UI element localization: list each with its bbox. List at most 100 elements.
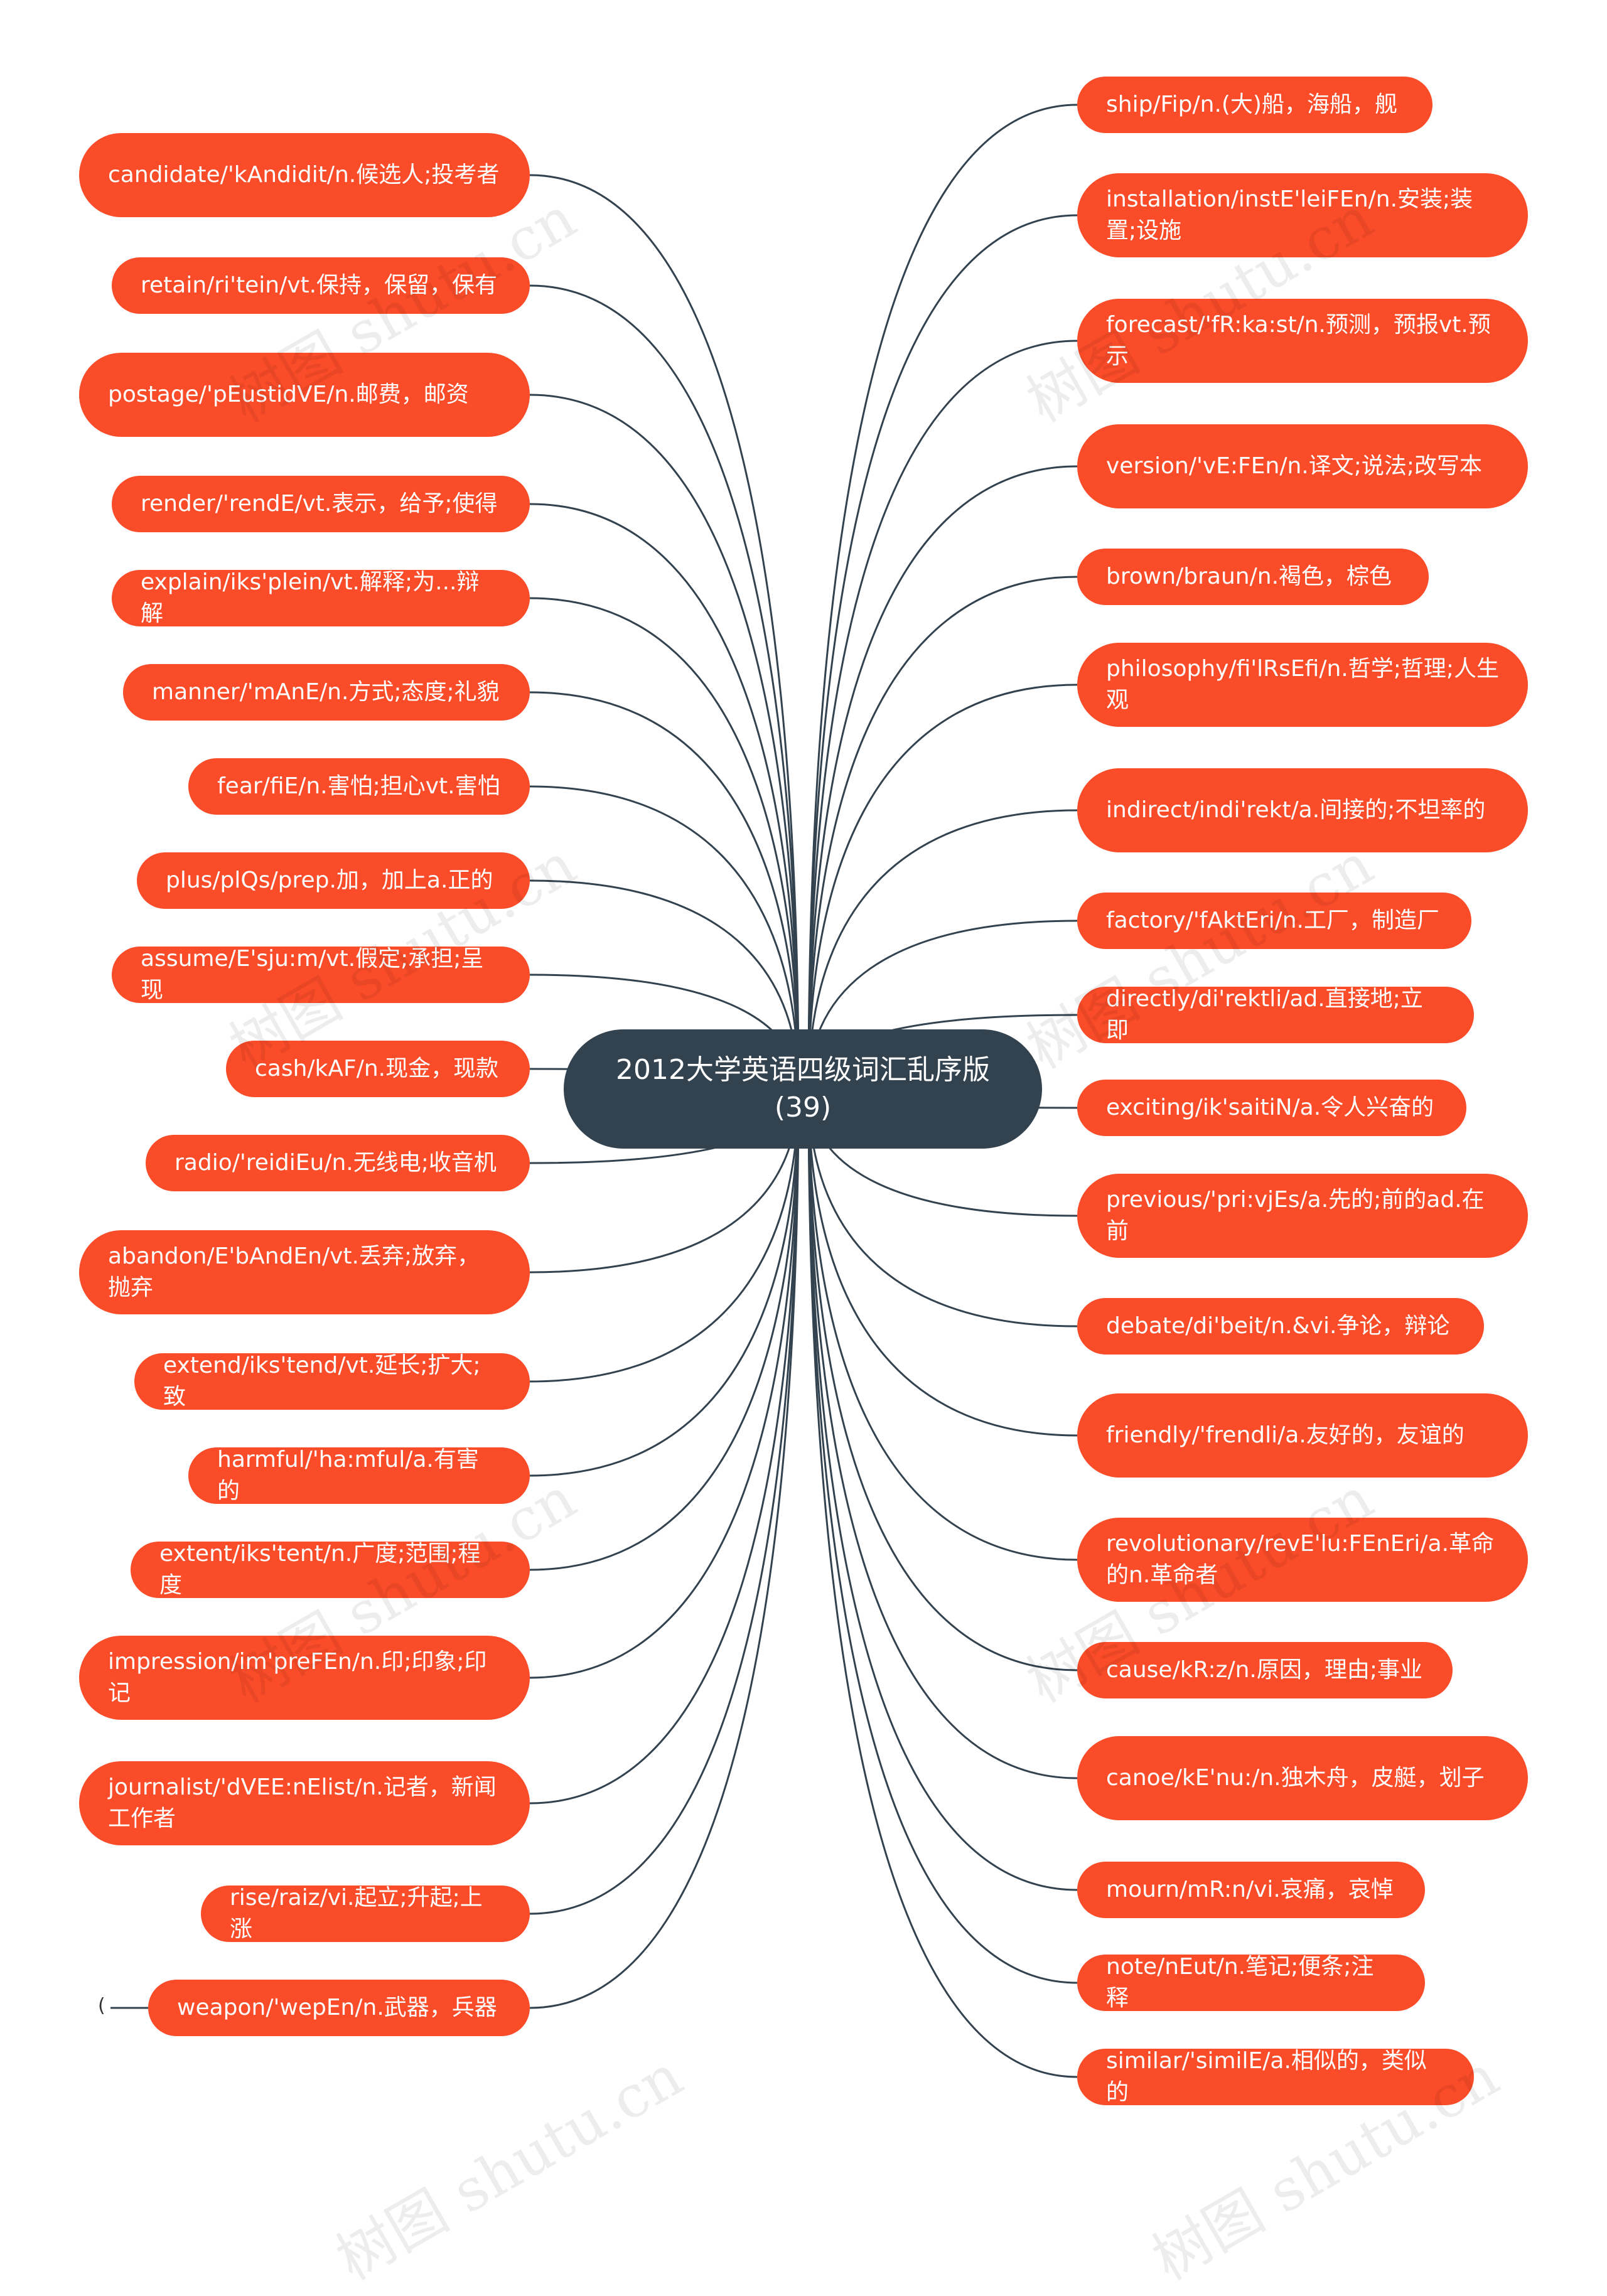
right-connector-12: [807, 1088, 1078, 1437]
right-branch-node[interactable]: revolutionary/revE'lu:FEnEri/a.革命的n.革命者: [1077, 1518, 1528, 1602]
left-connector-0: [529, 174, 800, 1090]
left-connector-6: [529, 785, 800, 1090]
branch-node-label: manner/'mAnE/n.方式;态度;礼貌: [152, 679, 500, 705]
right-connector-13: [807, 1088, 1078, 1561]
branch-node-label: note/nEut/n.笔记;便条;注释: [1106, 1955, 1374, 2011]
right-branch-node[interactable]: similar/'similE/a.相似的，类似的: [1077, 2049, 1474, 2105]
branch-node-label: previous/'pri:vjEs/a.先的;前的ad.在前: [1106, 1187, 1485, 1244]
right-connector-16: [807, 1088, 1078, 1891]
left-branch-node[interactable]: cash/kAF/n.现金，现款: [226, 1041, 530, 1097]
right-connector-1: [807, 214, 1078, 1090]
branch-node-label: render/'rendE/vt.表示，给予;使得: [141, 491, 498, 517]
left-branch-node[interactable]: abandon/E'bAndEn/vt.丢弃;放弃，抛弃: [79, 1230, 530, 1314]
left-branch-node[interactable]: manner/'mAnE/n.方式;态度;礼貌: [123, 664, 530, 721]
branch-node-label: cause/kR:z/n.原因，理由;事业: [1106, 1657, 1423, 1683]
branch-node-label: cash/kAF/n.现金，现款: [255, 1056, 499, 1081]
right-branch-node[interactable]: debate/di'beit/n.&vi.争论，辩论: [1077, 1298, 1484, 1355]
branch-node-label: brown/braun/n.褐色，棕色: [1106, 564, 1392, 589]
right-branch-node[interactable]: canoe/kE'nu:/n.独木舟，皮艇，划子: [1077, 1736, 1528, 1820]
left-connector-4: [529, 597, 800, 1090]
branch-node-label: candidate/'kAndidit/n.候选人;投考者: [108, 162, 500, 188]
branch-node-label: extent/iks'tent/n.广度;范围;程度: [159, 1542, 481, 1598]
branch-node-label: friendly/'frendli/a.友好的，友谊的: [1106, 1422, 1465, 1448]
right-branch-node[interactable]: forecast/'fR:ka:st/n.预测，预报vt.预示: [1077, 299, 1528, 383]
left-branch-node[interactable]: rise/raiz/vi.起立;升起;上涨: [201, 1886, 530, 1942]
right-branch-node[interactable]: factory/'fAktEri/n.工厂，制造厂: [1077, 893, 1471, 949]
branch-node-label: explain/iks'plein/vt.解释;为...辩解: [141, 570, 480, 626]
left-connector-14: [529, 1088, 800, 1571]
left-branch-node[interactable]: render/'rendE/vt.表示，给予;使得: [112, 476, 530, 532]
right-branch-node[interactable]: philosophy/fi'lRsEfi/n.哲学;哲理;人生观: [1077, 643, 1528, 727]
left-branch-node[interactable]: harmful/'ha:mful/a.有害的: [188, 1447, 530, 1504]
right-branch-node[interactable]: installation/instE'leiFEn/n.安装;装置;设施: [1077, 173, 1528, 257]
right-branch-node[interactable]: mourn/mR:n/vi.哀痛，哀悼: [1077, 1862, 1425, 1918]
left-connector-13: [529, 1088, 800, 1477]
right-branch-node[interactable]: indirect/indi'rekt/a.间接的;不坦率的: [1077, 768, 1528, 852]
mind-map-canvas: 2012大学英语四级词汇乱序版(39) candidate/'kAndidit/…: [79, 77, 1528, 2293]
branch-node-label: rise/raiz/vi.起立;升起;上涨: [230, 1886, 483, 1942]
left-branch-node[interactable]: weapon/'wepEn/n.武器，兵器: [148, 1980, 530, 2036]
branch-node-label: debate/di'beit/n.&vi.争论，辩论: [1106, 1313, 1450, 1339]
root-topic[interactable]: 2012大学英语四级词汇乱序版(39): [564, 1029, 1042, 1149]
left-branch-node[interactable]: radio/'reidiEu/n.无线电;收音机: [146, 1135, 530, 1191]
left-branch-node[interactable]: extend/iks'tend/vt.延长;扩大;致: [134, 1353, 530, 1410]
branch-node-label: ship/Fip/n.(大)船，海船，舰: [1106, 92, 1397, 117]
left-branch-node[interactable]: assume/E'sju:m/vt.假定;承担;呈现: [112, 947, 530, 1003]
right-connector-14: [807, 1088, 1078, 1671]
branch-node-label: forecast/'fR:ka:st/n.预测，预报vt.预示: [1106, 312, 1491, 369]
branch-node-label: version/'vE:FEn/n.译文;说法;改写本: [1106, 453, 1482, 479]
left-connector-17: [529, 1088, 800, 1915]
left-branch-node[interactable]: postage/'pEustidVE/n.邮费，邮资: [79, 353, 530, 437]
left-branch-node[interactable]: candidate/'kAndidit/n.候选人;投考者: [79, 133, 530, 217]
branch-node-label: philosophy/fi'lRsEfi/n.哲学;哲理;人生观: [1106, 656, 1499, 713]
branch-node-label: weapon/'wepEn/n.武器，兵器: [177, 1995, 497, 2020]
left-connector-15: [529, 1088, 800, 1679]
left-connector-2: [529, 394, 800, 1090]
branch-node-label: journalist/'dVEE:nElist/n.记者，新闻工作者: [108, 1774, 497, 1832]
branch-node-label: indirect/indi'rekt/a.间接的;不坦率的: [1106, 797, 1486, 823]
branch-node-label: extend/iks'tend/vt.延长;扩大;致: [163, 1353, 481, 1410]
branch-node-label: radio/'reidiEu/n.无线电;收音机: [175, 1150, 497, 1176]
right-connector-2: [807, 340, 1078, 1090]
left-branch-node[interactable]: explain/iks'plein/vt.解释;为...辩解: [112, 570, 530, 626]
right-branch-node[interactable]: directly/di'rektli/ad.直接地;立即: [1077, 987, 1474, 1043]
branch-node-label: assume/E'sju:m/vt.假定;承担;呈现: [141, 947, 484, 1003]
right-branch-node[interactable]: previous/'pri:vjEs/a.先的;前的ad.在前: [1077, 1174, 1528, 1258]
right-branch-node[interactable]: exciting/ik'saitiN/a.令人兴奋的: [1077, 1080, 1466, 1136]
branch-node-label: installation/instE'leiFEn/n.安装;装置;设施: [1106, 186, 1473, 244]
left-branch-node[interactable]: journalist/'dVEE:nElist/n.记者，新闻工作者: [79, 1761, 530, 1845]
left-branch-node[interactable]: impression/im'preFEn/n.印;印象;印记: [79, 1636, 530, 1720]
left-branch-node[interactable]: retain/ri'tein/vt.保持，保留，保有: [112, 257, 530, 314]
right-branch-node[interactable]: friendly/'frendli/a.友好的，友谊的: [1077, 1393, 1528, 1478]
left-connector-5: [529, 691, 800, 1090]
right-branch-node[interactable]: brown/braun/n.褐色，棕色: [1077, 549, 1429, 605]
right-connector-4: [807, 576, 1078, 1090]
right-branch-node[interactable]: ship/Fip/n.(大)船，海船，舰: [1077, 77, 1432, 133]
right-connector-5: [807, 684, 1078, 1090]
left-branch-node[interactable]: extent/iks'tent/n.广度;范围;程度: [131, 1542, 530, 1598]
right-connector-17: [807, 1088, 1078, 1984]
left-connector-1: [529, 284, 800, 1090]
left-connector-3: [529, 503, 800, 1090]
right-branch-node[interactable]: version/'vE:FEn/n.译文;说法;改写本: [1077, 424, 1528, 508]
left-connector-18: [529, 1088, 800, 2009]
branch-node-label: canoe/kE'nu:/n.独木舟，皮艇，划子: [1106, 1765, 1485, 1791]
branch-node-label: exciting/ik'saitiN/a.令人兴奋的: [1106, 1095, 1434, 1120]
left-branch-node[interactable]: plus/plQs/prep.加，加上a.正的: [137, 852, 530, 909]
left-branch-node[interactable]: fear/fiE/n.害怕;担心vt.害怕: [188, 758, 530, 815]
right-connector-18: [807, 1088, 1078, 2078]
branch-node-label: abandon/E'bAndEn/vt.丢弃;放弃，抛弃: [108, 1243, 480, 1301]
collapse-marker[interactable]: (: [98, 1995, 105, 2017]
branch-node-label: retain/ri'tein/vt.保持，保留，保有: [141, 272, 498, 298]
branch-node-label: directly/di'rektli/ad.直接地;立即: [1106, 987, 1423, 1043]
branch-node-label: postage/'pEustidVE/n.邮费，邮资: [108, 382, 469, 407]
branch-node-label: revolutionary/revE'lu:FEnEri/a.革命的n.革命者: [1106, 1531, 1495, 1588]
branch-node-label: similar/'similE/a.相似的，类似的: [1106, 2049, 1427, 2105]
right-branch-node[interactable]: note/nEut/n.笔记;便条;注释: [1077, 1955, 1425, 2011]
left-connector-16: [529, 1088, 800, 1805]
right-branch-node[interactable]: cause/kR:z/n.原因，理由;事业: [1077, 1642, 1453, 1698]
branch-node-label: plus/plQs/prep.加，加上a.正的: [166, 867, 493, 893]
branch-node-label: fear/fiE/n.害怕;担心vt.害怕: [217, 773, 500, 799]
right-connector-3: [807, 465, 1078, 1090]
branch-node-label: mourn/mR:n/vi.哀痛，哀悼: [1106, 1877, 1394, 1902]
